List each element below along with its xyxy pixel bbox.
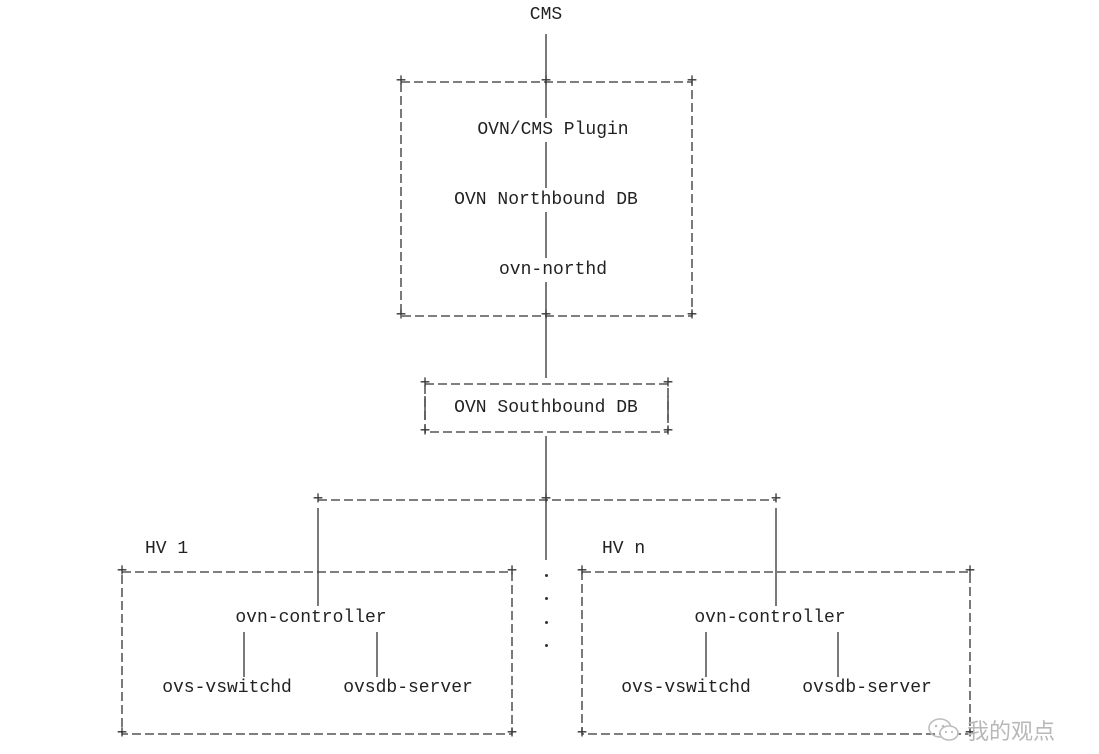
svg-text:+: + — [507, 724, 518, 744]
ellipsis-dot — [545, 644, 548, 647]
svg-text:+: + — [420, 422, 431, 442]
hv1-box — [121, 571, 513, 735]
svg-text:+: + — [396, 306, 407, 326]
svg-text:+: + — [577, 562, 588, 582]
northd-label: ovn-northd — [496, 259, 610, 281]
hv1-controller-label: ovn-controller — [233, 607, 389, 629]
svg-text:+: + — [541, 490, 552, 510]
northbound-box — [400, 81, 693, 317]
svg-text:+: + — [541, 306, 552, 326]
hv1-title: HV 1 — [145, 539, 189, 559]
svg-text:+: + — [541, 72, 552, 92]
cms-label: CMS — [527, 4, 565, 26]
svg-text:+: + — [507, 562, 518, 582]
southbound-db-label: OVN Southbound DB — [452, 397, 640, 419]
svg-text:+: + — [663, 374, 674, 394]
hv1-vswitchd-label: ovs-vswitchd — [160, 677, 294, 699]
wechat-icon — [927, 717, 961, 743]
svg-text:+: + — [663, 422, 674, 442]
svg-text:+: + — [577, 724, 588, 744]
svg-text:+: + — [687, 306, 698, 326]
svg-text:+: + — [117, 724, 128, 744]
hvn-box — [581, 571, 971, 735]
watermark: 我的观点 — [927, 714, 1055, 746]
svg-text:+: + — [396, 72, 407, 92]
hvn-title: HV n — [602, 539, 646, 559]
plugin-label: OVN/CMS Plugin — [475, 119, 631, 141]
svg-text:+: + — [771, 490, 782, 510]
svg-text:+: + — [965, 724, 976, 744]
ellipsis-dot — [545, 597, 548, 600]
svg-text:+: + — [965, 562, 976, 582]
northbound-db-label: OVN Northbound DB — [452, 189, 640, 211]
svg-text:+: + — [313, 490, 324, 510]
hvn-controller-label: ovn-controller — [692, 607, 848, 629]
hv1-dbserver-label: ovsdb-server — [341, 677, 475, 699]
box-corners: + + + + + + + + + + + + + + + + + + + + … — [117, 72, 976, 744]
hvn-vswitchd-label: ovs-vswitchd — [619, 677, 753, 699]
watermark-text: 我的观点 — [966, 720, 1055, 745]
svg-text:+: + — [117, 562, 128, 582]
svg-text:+: + — [420, 374, 431, 394]
svg-text:+: + — [687, 72, 698, 92]
ellipsis-dot — [545, 574, 548, 577]
hvn-dbserver-label: ovsdb-server — [800, 677, 934, 699]
ellipsis-dot — [545, 621, 548, 624]
